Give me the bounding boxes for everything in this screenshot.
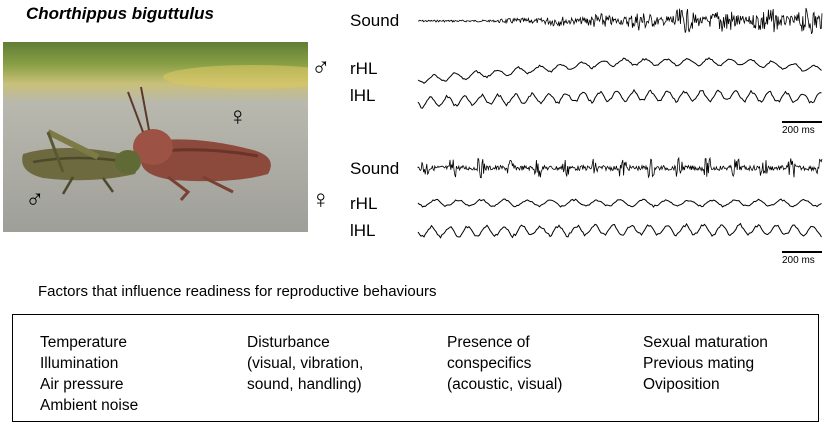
- factors-title: Factors that influence readiness for rep…: [38, 283, 437, 300]
- male-rhl-trace: [417, 57, 822, 84]
- male-scale-bar: [782, 121, 822, 123]
- factor-item: Disturbance: [247, 334, 330, 351]
- factor-item: Presence of: [447, 334, 530, 351]
- male-scale-label: 200 ms: [782, 125, 815, 136]
- male-sound-trace: [417, 7, 823, 35]
- species-title: Chorthippus biguttulus: [26, 4, 214, 23]
- male-rhl-label: rHL: [350, 59, 378, 78]
- male-symbol-photo: ♂: [25, 184, 45, 214]
- factors-box: Temperature Illumination Air pressure Am…: [12, 314, 819, 422]
- female-lhl-label: lHL: [350, 221, 376, 240]
- grasshopper-photo: [3, 42, 308, 232]
- male-sound-label: Sound: [350, 11, 400, 30]
- factor-column-disturbance: Disturbance (visual, vibration, sound, h…: [247, 332, 363, 395]
- factor-column-environment: Temperature Illumination Air pressure Am…: [40, 332, 138, 416]
- male-lhl-trace: [417, 88, 822, 109]
- female-grasshopper: [127, 86, 271, 201]
- female-sound-trace: [417, 156, 823, 179]
- female-lhl-trace: [417, 222, 822, 239]
- factor-column-physiology: Sexual maturation Previous mating Ovipos…: [643, 332, 768, 395]
- male-lhl-label: lHL: [350, 86, 376, 105]
- female-rhl-trace: [417, 198, 822, 208]
- factor-item: conspecifics: [447, 355, 532, 372]
- factor-item: Illumination: [40, 355, 119, 372]
- factor-item: Ambient noise: [40, 397, 139, 414]
- factor-item: Air pressure: [40, 376, 124, 393]
- factor-column-conspecifics: Presence of conspecifics (acoustic, visu…: [447, 332, 562, 395]
- factor-item: Previous mating: [643, 355, 755, 372]
- female-scale-label: 200 ms: [782, 255, 815, 266]
- female-sound-label: Sound: [350, 159, 400, 178]
- factor-item: (acoustic, visual): [447, 376, 563, 393]
- male-grasshopper: [22, 129, 141, 195]
- female-symbol-photo: ♀: [228, 101, 248, 131]
- female-symbol-recording: ♀: [311, 184, 331, 214]
- factor-item: Oviposition: [643, 376, 720, 393]
- factor-item: (visual, vibration,: [247, 355, 364, 372]
- factor-item: Sexual maturation: [643, 334, 768, 351]
- male-symbol-recording: ♂: [311, 52, 331, 82]
- factor-item: Temperature: [40, 334, 128, 351]
- factor-item: sound, handling): [247, 376, 362, 393]
- female-scale-bar: [782, 251, 822, 253]
- female-rhl-label: rHL: [350, 194, 378, 213]
